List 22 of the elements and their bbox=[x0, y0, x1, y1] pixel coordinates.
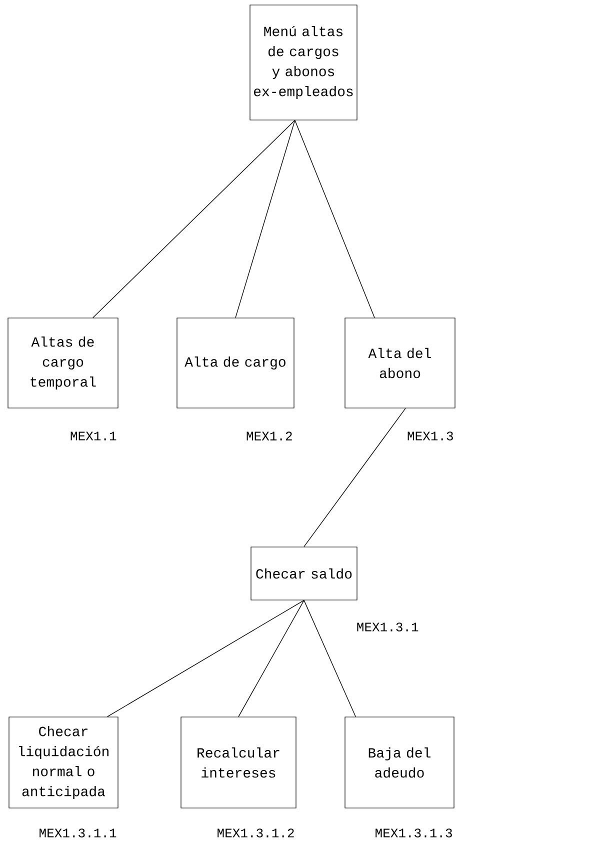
connector-line bbox=[304, 600, 356, 718]
node-caption: MEX1.3 bbox=[408, 432, 453, 440]
connector-line bbox=[294, 120, 375, 318]
connector-line bbox=[304, 408, 406, 548]
process-box: Recalcular intereses bbox=[180, 716, 296, 808]
process-box: Alta de cargo bbox=[176, 318, 294, 408]
node-caption: MEX1.3.1.1 bbox=[40, 828, 116, 838]
process-box: Checar liquidación normal o anticipada bbox=[8, 716, 118, 808]
process-box: Baja del adeudo bbox=[344, 716, 454, 808]
connector-line bbox=[235, 120, 296, 318]
process-box: Menú altas de cargos y abonos ex-empleados bbox=[250, 4, 358, 120]
process-box: Altas de cargo temporal bbox=[8, 318, 118, 408]
node-caption: MEX1.3.1.2 bbox=[218, 828, 294, 838]
node-caption: MEX1.3.1.3 bbox=[376, 828, 452, 838]
process-box: Alta del abono bbox=[344, 318, 456, 408]
node-caption: MEX1.2 bbox=[246, 432, 292, 440]
connector-line bbox=[92, 120, 296, 318]
process-box: Checar saldo bbox=[250, 546, 358, 600]
connector-line bbox=[107, 600, 304, 718]
node-caption: MEX1.1 bbox=[70, 432, 116, 440]
connector-line bbox=[238, 600, 304, 718]
node-caption: MEX1.3.1 bbox=[357, 622, 418, 632]
